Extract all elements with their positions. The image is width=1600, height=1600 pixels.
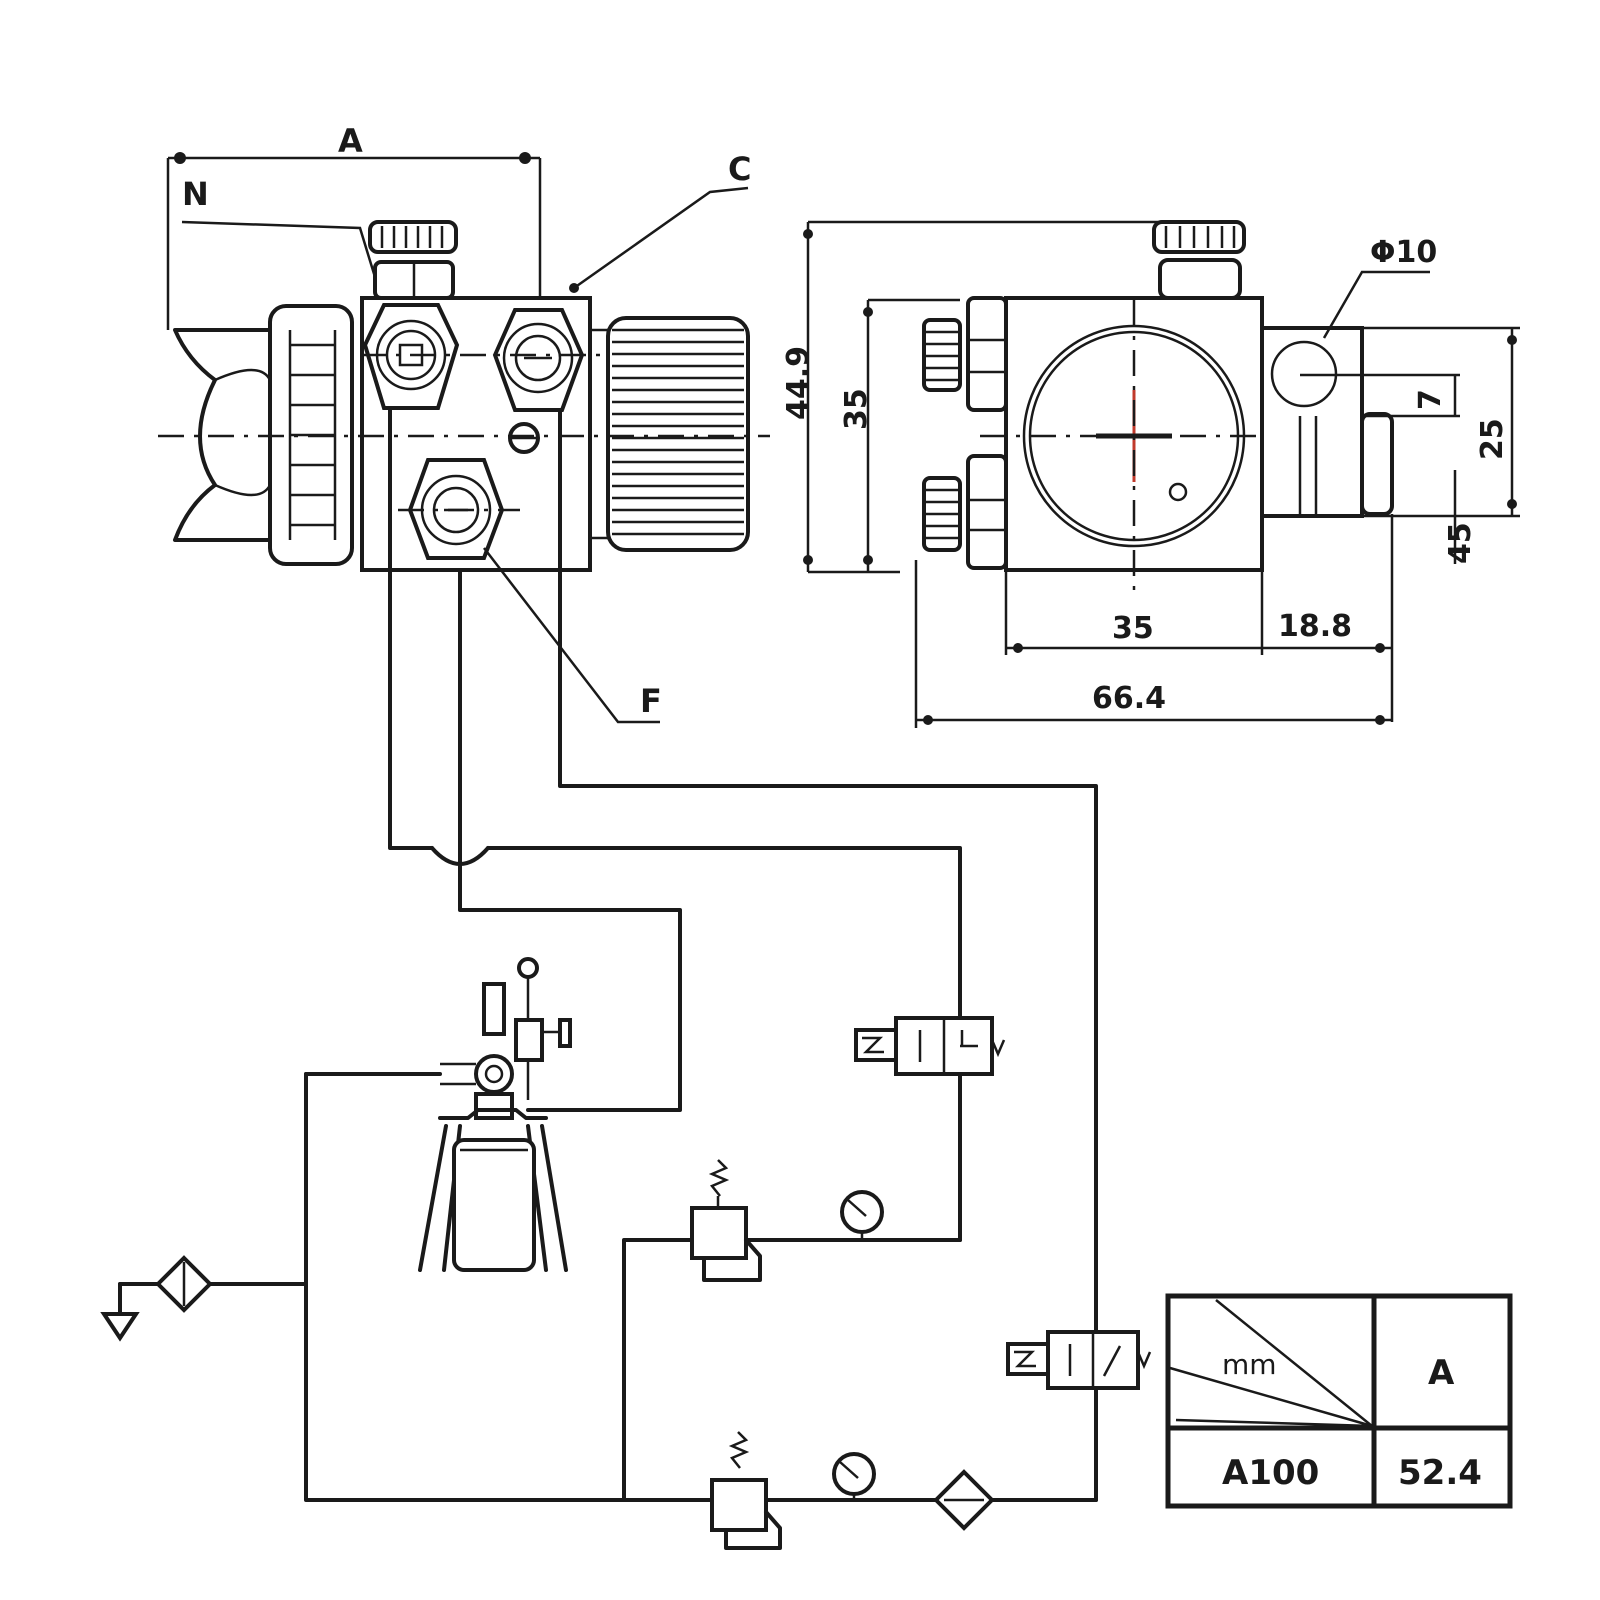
table-value: 52.4 (1398, 1453, 1482, 1493)
dimension-small-gap: 7 (1413, 389, 1448, 410)
diameter-label: Φ10 (1370, 235, 1437, 270)
pressure-regulator-upper (690, 1159, 762, 1282)
tank-body (452, 1138, 536, 1272)
mounting-bracket (1260, 326, 1364, 518)
callout-f-leader (483, 547, 660, 724)
tank-gauge-icon (517, 957, 539, 979)
callout-n-leader (181, 220, 384, 301)
dimension-body-width: 35 (1112, 611, 1154, 646)
callout-c-leader (573, 186, 749, 290)
dimension-side-width: 18.8 (1278, 609, 1352, 644)
spray-gun-side-view: A N C (158, 122, 816, 724)
solenoid-valve-lower (1006, 1330, 1152, 1390)
callout-n-label: N (182, 175, 209, 213)
dimension-a-label: A (338, 122, 363, 160)
callout-c-label: C (728, 150, 751, 188)
exhaust-symbol (100, 1312, 140, 1342)
callout-f-label: F (640, 682, 662, 720)
dimension-right-height: 35 (839, 388, 874, 430)
table-model: A100 (1222, 1453, 1319, 1493)
pneumatic-circuit (100, 408, 1152, 1550)
dimension-left-height: 44.9 (781, 346, 816, 420)
dimension-total-width: 66.4 (1092, 681, 1166, 716)
dimension-lower-offset: 45 (1443, 522, 1478, 564)
table-header-value: A (1428, 1353, 1455, 1393)
solenoid-valve-upper (854, 1016, 1006, 1076)
front-adjust-knob (1152, 220, 1246, 254)
needle-adjust-knob (368, 220, 458, 254)
pressure-tank (418, 957, 572, 1272)
nozzle-cap (173, 328, 272, 542)
dimension-table: mm A A100 52.4 (1165, 1293, 1513, 1509)
pressure-gauge-lower (832, 1452, 876, 1500)
pressure-gauge-upper (840, 1190, 884, 1240)
dimension-port-height: 25 (1475, 418, 1510, 460)
table-unit: mm (1222, 1348, 1277, 1381)
tank-regulator (482, 982, 506, 1036)
spray-gun-front-view: 35 Φ10 (803, 220, 1520, 728)
pressure-regulator-lower (710, 1431, 782, 1550)
diameter-leader (1322, 270, 1430, 339)
